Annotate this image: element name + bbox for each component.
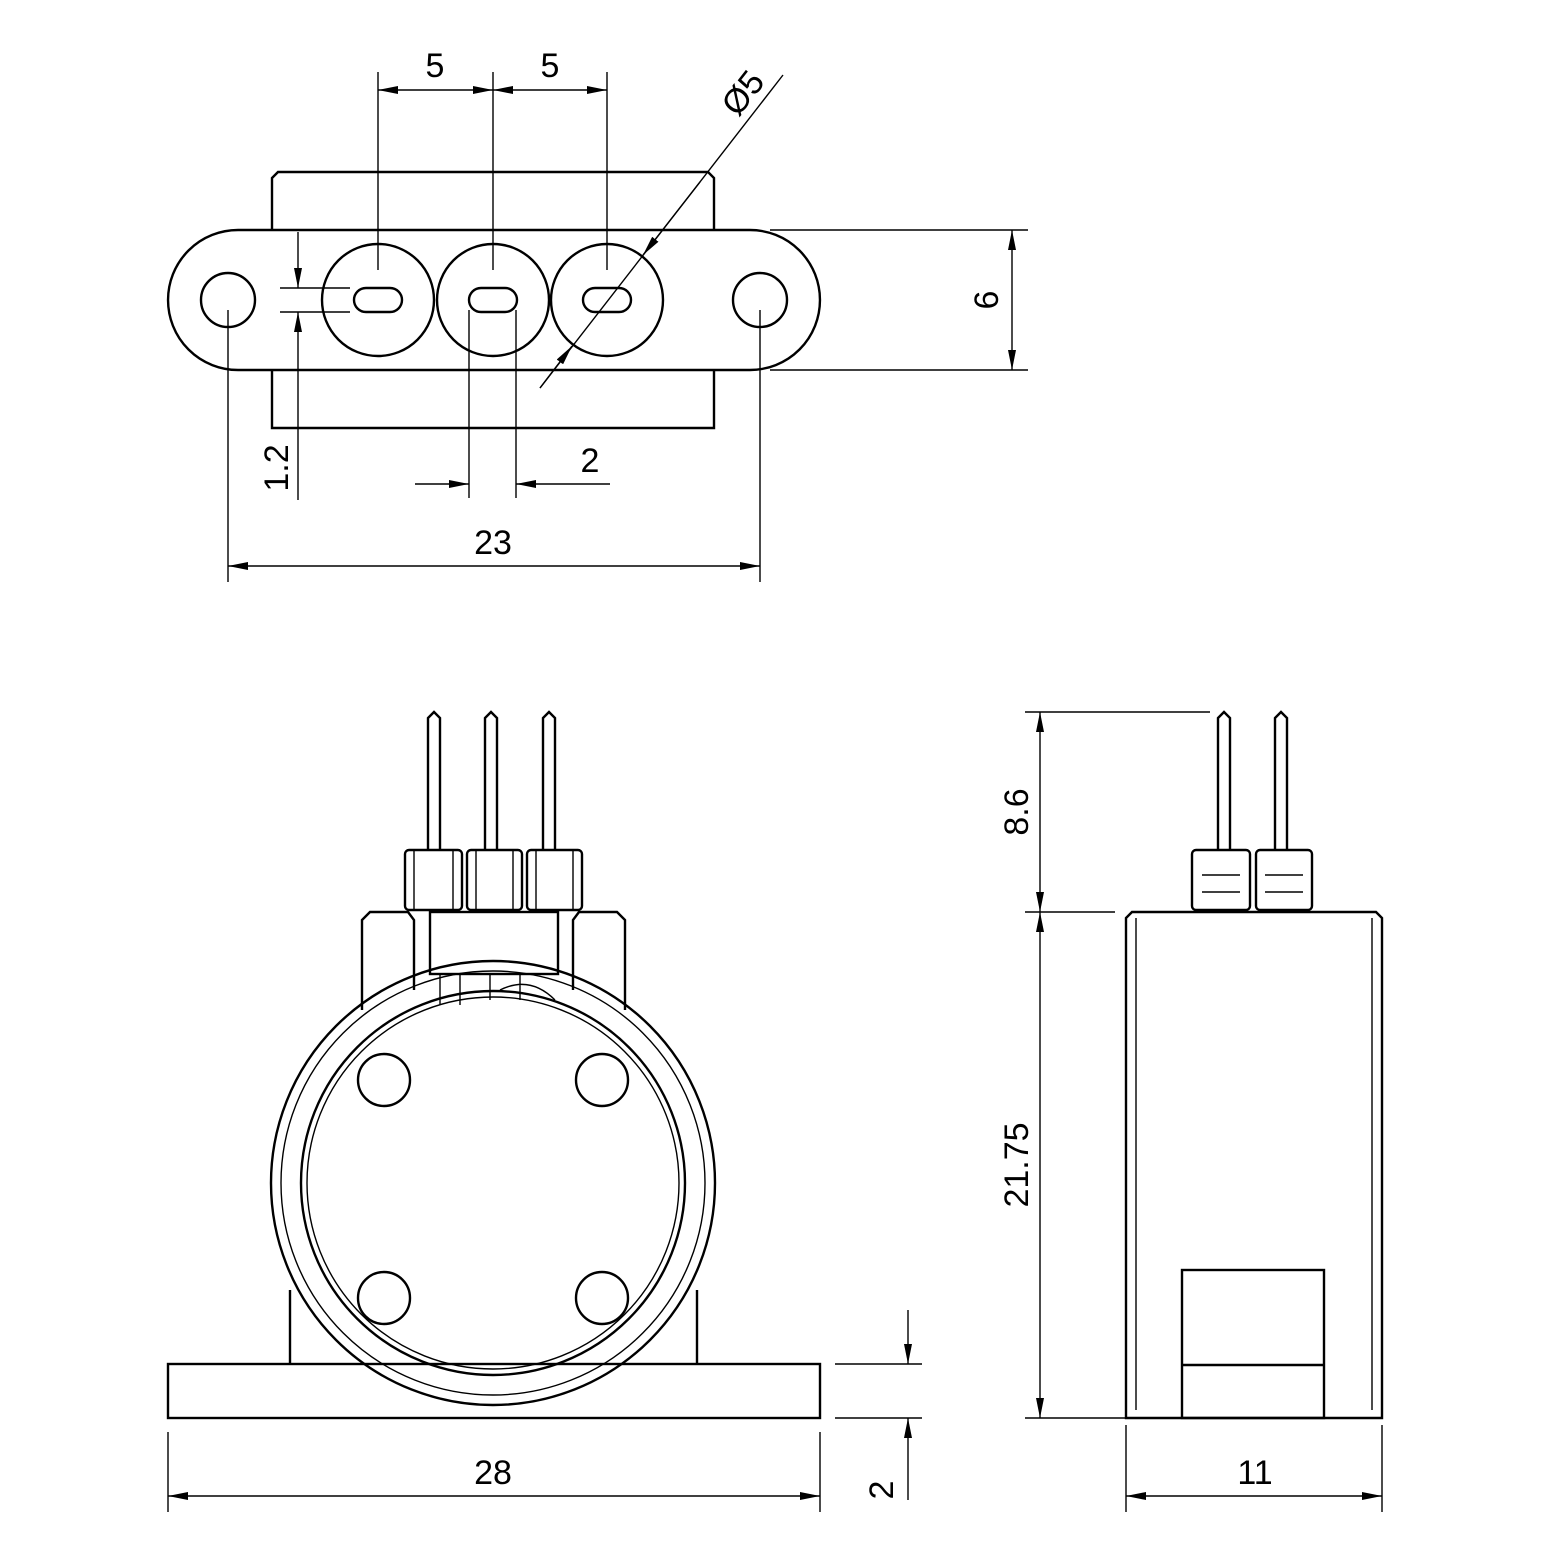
dim-pitch-2: 5 <box>541 47 560 85</box>
terminal-pins <box>426 710 557 850</box>
side-nuts <box>1190 848 1314 912</box>
dim-hole-spacing: 23 <box>474 524 512 562</box>
front-view: 28 2 <box>166 710 922 1512</box>
face-bolts <box>356 1052 630 1326</box>
side-view: 8.6 21.75 11 <box>998 710 1384 1512</box>
side-block <box>1180 1268 1326 1420</box>
dim-pitch-1: 5 <box>426 47 445 85</box>
dim-slot-width: 2 <box>581 442 600 480</box>
housing-face <box>299 989 687 1377</box>
dim-body-depth: 11 <box>1237 1454 1272 1492</box>
side-pins <box>1216 710 1289 850</box>
top-view: 5 5 Ø5 6 1.2 2 23 <box>166 47 1028 582</box>
side-body <box>1124 910 1384 1420</box>
dim-slot-height: 1.2 <box>258 444 296 491</box>
top-bracket <box>360 910 627 1010</box>
terminal-nuts <box>403 848 584 912</box>
dim-diameter: Ø5 <box>714 64 772 123</box>
dim-body-height: 21.75 <box>998 1122 1036 1207</box>
base-plate <box>166 1362 822 1420</box>
mounting-flange <box>166 228 822 372</box>
housing-outer <box>269 959 717 1407</box>
dim-flange-height: 6 <box>968 291 1006 310</box>
dim-base-width: 28 <box>474 1454 512 1492</box>
dim-pin-height: 8.6 <box>998 788 1036 835</box>
dim-base-thickness: 2 <box>863 1481 901 1500</box>
